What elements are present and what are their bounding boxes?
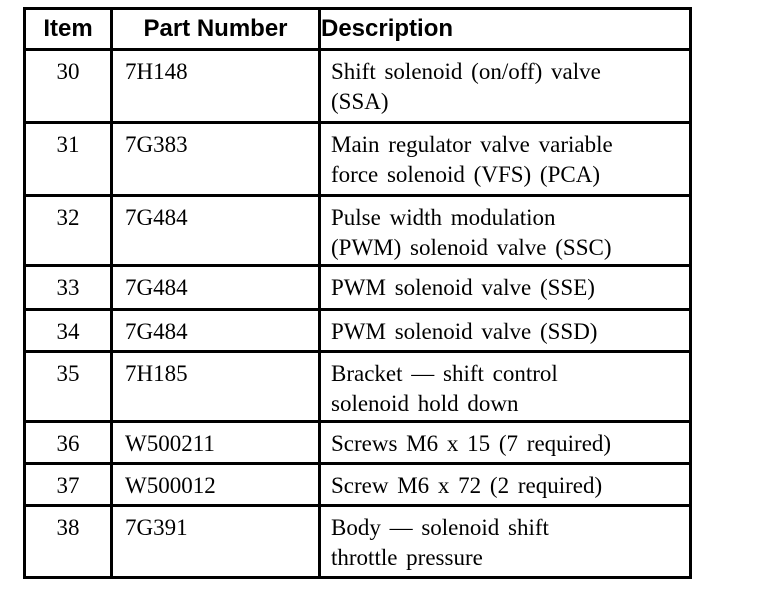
header-description: Description — [318, 7, 692, 51]
description-cell: Shift solenoid (on/off) valve (SSA) — [318, 48, 692, 124]
description-cell: Pulse width modulation (PWM) solenoid va… — [318, 194, 692, 267]
description-cell: Screws M6 x 15 (7 required) — [318, 420, 692, 465]
part-number-cell: W500211 — [110, 420, 321, 465]
header-item: Item — [23, 7, 113, 51]
part-number-cell: 7G391 — [110, 504, 321, 579]
description-cell: Body — solenoid shift throttle pressure — [318, 504, 692, 579]
item-cell: 38 — [23, 504, 113, 579]
table-row: 34 7G484 PWM solenoid valve (SSD) — [23, 308, 692, 353]
table-row: 38 7G391 Body — solenoid shift throttle … — [23, 504, 692, 579]
table-row: 37 W500012 Screw M6 x 72 (2 required) — [23, 462, 692, 507]
item-cell: 33 — [23, 264, 113, 311]
description-cell: Screw M6 x 72 (2 required) — [318, 462, 692, 507]
part-number-cell: 7H185 — [110, 350, 321, 423]
table-row: 35 7H185 Bracket — shift control solenoi… — [23, 350, 692, 423]
item-cell: 34 — [23, 308, 113, 353]
table-row: 32 7G484 Pulse width modulation (PWM) so… — [23, 194, 692, 267]
header-row: Item Part Number Description — [23, 7, 692, 51]
part-number-cell: 7H148 — [110, 48, 321, 124]
item-cell: 36 — [23, 420, 113, 465]
item-cell: 32 — [23, 194, 113, 267]
header-part-number: Part Number — [110, 7, 321, 51]
parts-table-body: 30 7H148 Shift solenoid (on/off) valve (… — [23, 48, 692, 579]
item-cell: 37 — [23, 462, 113, 507]
parts-table-header: Item Part Number Description — [23, 7, 692, 51]
part-number-cell: 7G484 — [110, 194, 321, 267]
description-cell: PWM solenoid valve (SSE) — [318, 264, 692, 311]
description-cell: Bracket — shift control solenoid hold do… — [318, 350, 692, 423]
part-number-cell: 7G484 — [110, 308, 321, 353]
table-row: 31 7G383 Main regulator valve variable f… — [23, 121, 692, 197]
table-row: 36 W500211 Screws M6 x 15 (7 required) — [23, 420, 692, 465]
parts-table: Item Part Number Description 30 7H148 Sh… — [23, 7, 692, 579]
item-cell: 30 — [23, 48, 113, 124]
part-number-cell: 7G484 — [110, 264, 321, 311]
part-number-cell: 7G383 — [110, 121, 321, 197]
item-cell: 31 — [23, 121, 113, 197]
description-cell: PWM solenoid valve (SSD) — [318, 308, 692, 353]
table-row: 33 7G484 PWM solenoid valve (SSE) — [23, 264, 692, 311]
part-number-cell: W500012 — [110, 462, 321, 507]
description-cell: Main regulator valve variable force sole… — [318, 121, 692, 197]
item-cell: 35 — [23, 350, 113, 423]
table-row: 30 7H148 Shift solenoid (on/off) valve (… — [23, 48, 692, 124]
